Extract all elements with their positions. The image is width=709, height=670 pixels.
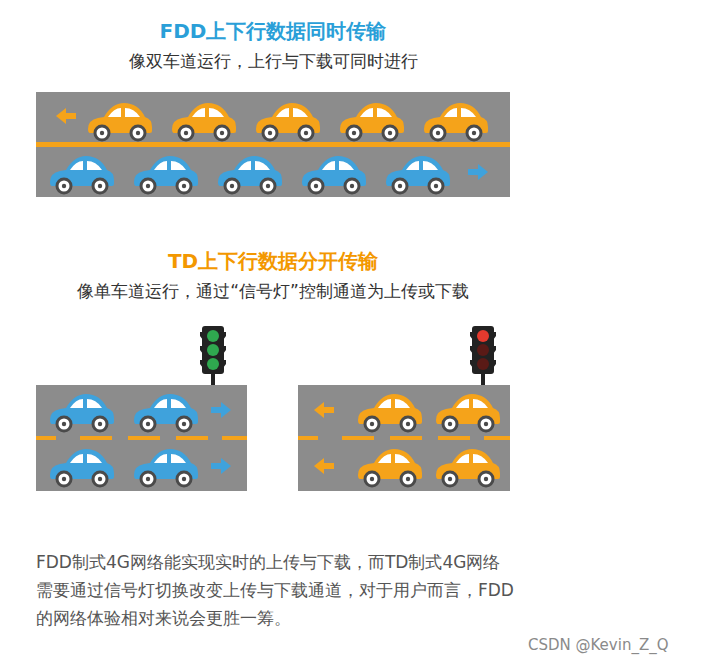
orange-cars (88, 103, 488, 140)
road (36, 92, 510, 197)
dashed-divider (36, 436, 247, 440)
road (298, 385, 510, 491)
car (302, 156, 366, 193)
caption: FDD制式4G网络能实现实时的上传与下载，而TD制式4G网络需要通过信号灯切换改… (36, 548, 514, 632)
watermark: CSDN @Kevin_Z_Q (528, 636, 704, 656)
direction-arrow (211, 402, 231, 418)
car (134, 394, 198, 431)
direction-arrow (56, 108, 76, 124)
car (424, 103, 488, 140)
blue-cars (50, 394, 198, 486)
direction-arrow (314, 402, 334, 418)
car (386, 156, 450, 193)
car (256, 103, 320, 140)
car (436, 449, 500, 486)
car (50, 449, 114, 486)
road (36, 385, 247, 491)
car (50, 394, 114, 431)
section-subtitle: 像单车道运行，通过“信号灯”控制通道为上传或下载 (36, 280, 510, 302)
direction-arrow (314, 458, 334, 474)
direction-arrow (468, 164, 488, 180)
car (358, 449, 422, 486)
car (172, 103, 236, 140)
car (340, 103, 404, 140)
dashed-divider (298, 436, 510, 440)
section-title: TD上下行数据分开传输 (36, 248, 510, 274)
direction-arrow (211, 458, 231, 474)
car (134, 156, 198, 193)
traffic-light-green (200, 326, 226, 385)
car (134, 449, 198, 486)
car (218, 156, 282, 193)
blue-cars (50, 156, 450, 193)
car (358, 394, 422, 431)
car (436, 394, 500, 431)
car (88, 103, 152, 140)
traffic-light-red (470, 326, 496, 385)
car (50, 156, 114, 193)
section-title: FDD上下行数据同时传输 (36, 18, 510, 44)
lane-divider (36, 142, 510, 147)
section-subtitle: 像双车道运行，上行与下载可同时进行 (36, 50, 510, 72)
orange-cars (358, 394, 500, 486)
